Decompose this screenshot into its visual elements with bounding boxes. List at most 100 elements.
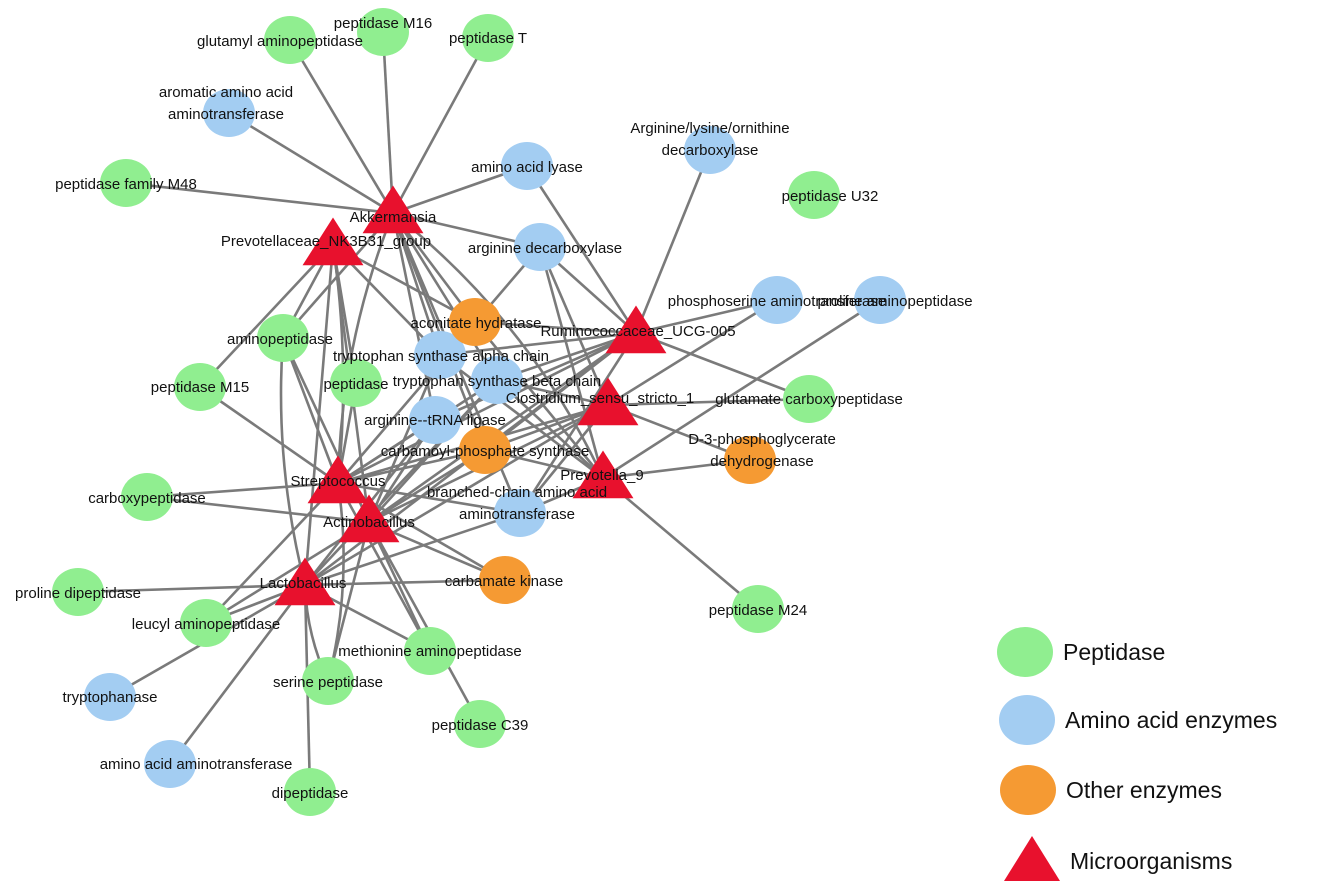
node-rumino — [605, 305, 667, 354]
node-pepM48 — [100, 159, 152, 207]
edge-lacto-aminopep — [279, 337, 307, 586]
node-d3pg — [724, 436, 776, 484]
node-aaLyase — [501, 142, 553, 190]
legend-label-peptidase: Peptidase — [1063, 639, 1165, 665]
node-label-carbKin: carbamate kinase — [445, 573, 563, 590]
node-label-prevNK: Prevotellaceae_NK3B31_group — [221, 233, 431, 250]
node-prolDi — [52, 568, 104, 616]
node-label-pepC39: peptidase C39 — [432, 717, 529, 734]
edge-rumino-strep — [337, 331, 637, 485]
node-argLysOrn — [684, 126, 736, 174]
node-label-prev9: Prevotella_9 — [560, 467, 643, 484]
edge-actino-carboxy — [146, 495, 370, 524]
label-layer: AkkermansiaPrevotellaceae_NK3B31_groupRu… — [15, 15, 973, 802]
node-aconitate — [449, 298, 501, 346]
node-carbKin — [479, 556, 531, 604]
node-label-pepM15: peptidase M15 — [151, 379, 249, 396]
edge-actino-pepC39 — [367, 521, 482, 725]
node-proAmino — [854, 276, 906, 324]
edge-clos-argDecarb — [538, 246, 610, 406]
edge-actino-trpAlpha — [367, 354, 442, 523]
node-label-aaLyase: amino acid lyase — [471, 159, 583, 176]
node-pepM24 — [732, 585, 784, 633]
node-trpBeta — [471, 356, 523, 404]
node-label-lacto: Lactobacillus — [260, 575, 347, 592]
node-pepU32 — [788, 171, 840, 219]
node-label-pepM24: peptidase M24 — [709, 602, 807, 619]
node-label-rumino: Ruminococcaceae_UCG-005 — [540, 323, 735, 340]
node-aroAT — [203, 89, 255, 137]
node-label-aconitate: aconitate hydratase — [411, 315, 542, 332]
node-label-dipep: dipeptidase — [272, 785, 349, 802]
node-label-pepM16: peptidase M16 — [334, 15, 432, 32]
edge-prev9-trpAlpha — [439, 353, 604, 480]
edge-rumino-glutCarb — [635, 331, 810, 401]
node-tryptophanase — [84, 673, 136, 721]
node-aaAT — [144, 740, 196, 788]
legend-label-amino: Amino acid enzymes — [1065, 707, 1277, 733]
node-label-proAmino: proline aminopeptidase — [817, 293, 972, 310]
node-label-akk: Akkermansia — [350, 209, 437, 226]
node-label-aminopep: aminopeptidase — [227, 331, 333, 348]
edge-lacto-trpBeta — [304, 379, 498, 586]
node-label-clos: Clostridium_sensu_stricto_1 — [506, 390, 694, 407]
node-label-carbPS: carbamoyl-phosphate synthase — [381, 443, 589, 460]
legend-label-micro: Microorganisms — [1070, 848, 1232, 874]
edge-lacto-aaAT — [168, 584, 307, 765]
legend-swatch-peptidase — [997, 627, 1053, 677]
node-phosAT — [751, 276, 803, 324]
edge-akk-pepM16 — [381, 31, 395, 214]
edge-rumino-trpAlpha — [439, 331, 637, 357]
edge-clos-glutCarb — [607, 397, 810, 407]
node-argDecarb — [514, 223, 566, 271]
node-label-aaAT: amino acid aminotransferase — [100, 756, 293, 773]
node-carboxy — [121, 473, 173, 521]
node-label-pepU32: peptidase U32 — [782, 188, 879, 205]
node-label-pepT: peptidase T — [449, 30, 527, 47]
node-peptidase — [330, 359, 382, 407]
edge-prev9-argDecarb — [538, 246, 605, 479]
edge-strep-aminopep — [281, 337, 340, 484]
node-actino — [338, 494, 400, 543]
node-label-trpBeta: tryptophan synthase beta chain — [393, 373, 601, 390]
node-methAmino — [404, 627, 456, 675]
edge-akk-pepT — [391, 37, 490, 214]
legend-swatch-other — [1000, 765, 1056, 815]
node-lacto — [274, 557, 336, 606]
edge-strep-leucyl — [205, 482, 339, 624]
node-label-carboxy: carboxypeptidase — [88, 490, 206, 507]
edge-lacto-prevNK — [303, 244, 335, 586]
node-dipep — [284, 768, 336, 816]
edge-actino-serPep — [326, 521, 371, 682]
edge-prevNK-pepM15 — [199, 244, 334, 388]
node-label-argTRNA: arginine--tRNA ligase — [364, 412, 506, 429]
node-leucyl — [180, 599, 232, 647]
edge-akk-strep — [336, 212, 395, 484]
edge-strep-methAmino — [336, 482, 432, 652]
node-label-prolDi: proline dipeptidase — [15, 585, 141, 602]
edge-strep-bcAT — [337, 481, 521, 515]
edge-strep-carboxy — [146, 481, 339, 499]
node-label-pepM48: peptidase family M48 — [55, 176, 197, 193]
edge-akk-pepM48 — [125, 181, 394, 215]
edge-rumino-aaLyase — [525, 165, 638, 334]
node-label-peptidase: peptidase — [323, 376, 388, 393]
node-aminopep — [257, 314, 309, 362]
node-label-trpAlpha: tryptophan synthase alpha chain — [333, 348, 549, 365]
node-layer — [52, 8, 906, 816]
node-label-tryptophanase: tryptophanase — [62, 689, 157, 706]
edge-lacto-carbKin — [304, 578, 506, 587]
node-trpAlpha — [414, 331, 466, 379]
node-serPep — [302, 657, 354, 705]
node-pepM16 — [357, 8, 409, 56]
edge-clos-phosAT — [607, 298, 778, 407]
node-label-glutAmino: glutamyl aminopeptidase — [197, 33, 363, 50]
node-label-methAmino: methionine aminopeptidase — [338, 643, 521, 660]
edge-rumino-argTRNA — [434, 331, 637, 422]
edge-lacto-bcAT — [304, 511, 521, 587]
node-strep — [307, 455, 369, 504]
node-prevNK — [302, 217, 364, 266]
